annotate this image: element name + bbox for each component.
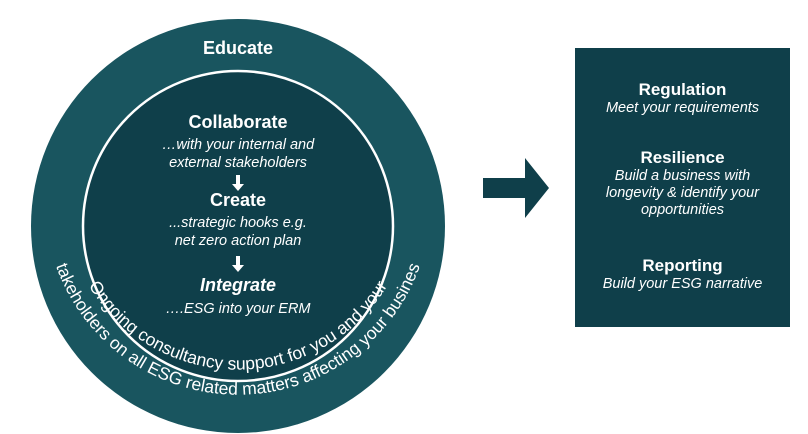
create-title: Create [210,190,266,210]
outcome-regulation: Regulation Meet your requirements [575,80,790,117]
collaborate-desc-line2: external stakeholders [169,155,307,171]
inner-circle [81,69,395,383]
outcome-desc-line: Build your ESG narrative [602,276,763,292]
outcome-title: Regulation [638,80,727,99]
outcome-desc-line: Build a business with [614,168,751,184]
outcome-title: Resilience [640,148,725,167]
create-desc-line1: ...strategic hooks e.g. [169,215,307,231]
integrate-title: Integrate [200,275,276,295]
outcome-reporting: Reporting Build your ESG narrative [575,256,790,293]
integrate-desc-line1: ….ESG into your ERM [165,301,311,317]
outcome-desc-line: opportunities [640,202,725,218]
arrow-right-icon [483,158,549,218]
outcome-resilience: Resilience Build a business with longevi… [575,148,790,219]
outcome-desc-line: longevity & identify your [605,185,760,201]
collaborate-desc-line1: …with your internal and [162,137,315,153]
collaborate-title: Collaborate [188,112,287,132]
arrow-down-icon [232,256,244,272]
outcomes-box: Regulation Meet your requirements Resili… [575,48,790,327]
outcome-desc-line: Meet your requirements [605,100,760,116]
outcome-title: Reporting [642,256,723,275]
create-desc-line2: net zero action plan [175,233,302,249]
educate-label: Educate [203,38,273,58]
arrow-down-icon [232,175,244,191]
